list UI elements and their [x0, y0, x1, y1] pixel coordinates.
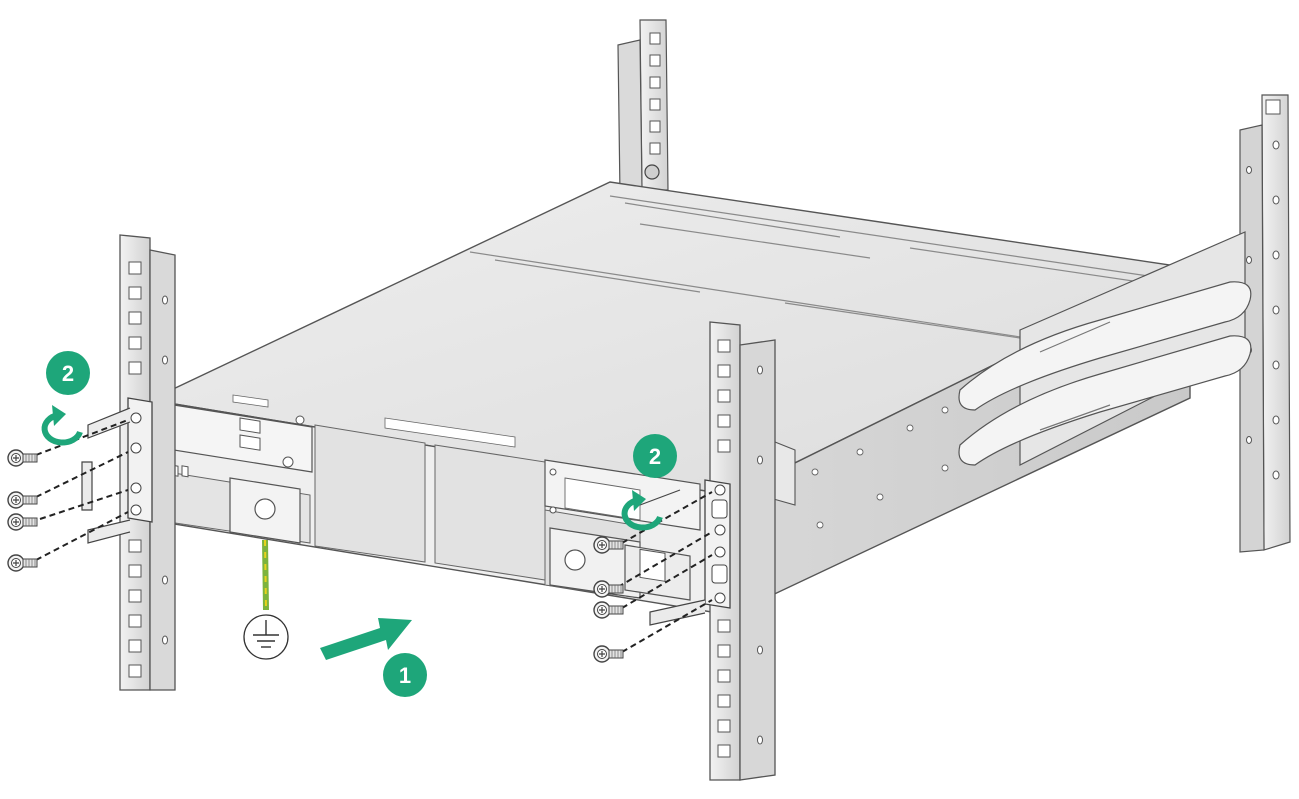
front-right-rail [639, 321, 776, 781]
rotate-arrow-icon [621, 490, 663, 531]
chassis [147, 181, 1193, 617]
side-slide-rail [769, 231, 1252, 506]
screw-icon [7, 449, 38, 467]
screw-icon [593, 645, 624, 663]
screw-icon [7, 513, 38, 531]
insert-arrow-icon [320, 618, 412, 660]
ground-symbol-icon [243, 614, 289, 660]
screw-guides-right [617, 491, 713, 653]
front-left-rail [81, 234, 176, 691]
rotate-arrow-icon [41, 405, 83, 446]
step-badge-1: 1 [383, 653, 427, 697]
screw-icon [593, 601, 624, 619]
svg-text:2: 2 [62, 361, 74, 386]
screw-icon [7, 554, 38, 572]
svg-text:2: 2 [649, 444, 661, 469]
ground-cable [262, 539, 269, 611]
svg-text:1: 1 [399, 663, 411, 688]
rear-left-rail [617, 19, 669, 196]
screw-icon [7, 491, 38, 509]
screw-guides-left [35, 419, 129, 561]
rear-right-rail [1239, 94, 1291, 553]
step-badge-2-left: 2 [46, 351, 90, 395]
step-badge-2-right: 2 [633, 434, 677, 478]
